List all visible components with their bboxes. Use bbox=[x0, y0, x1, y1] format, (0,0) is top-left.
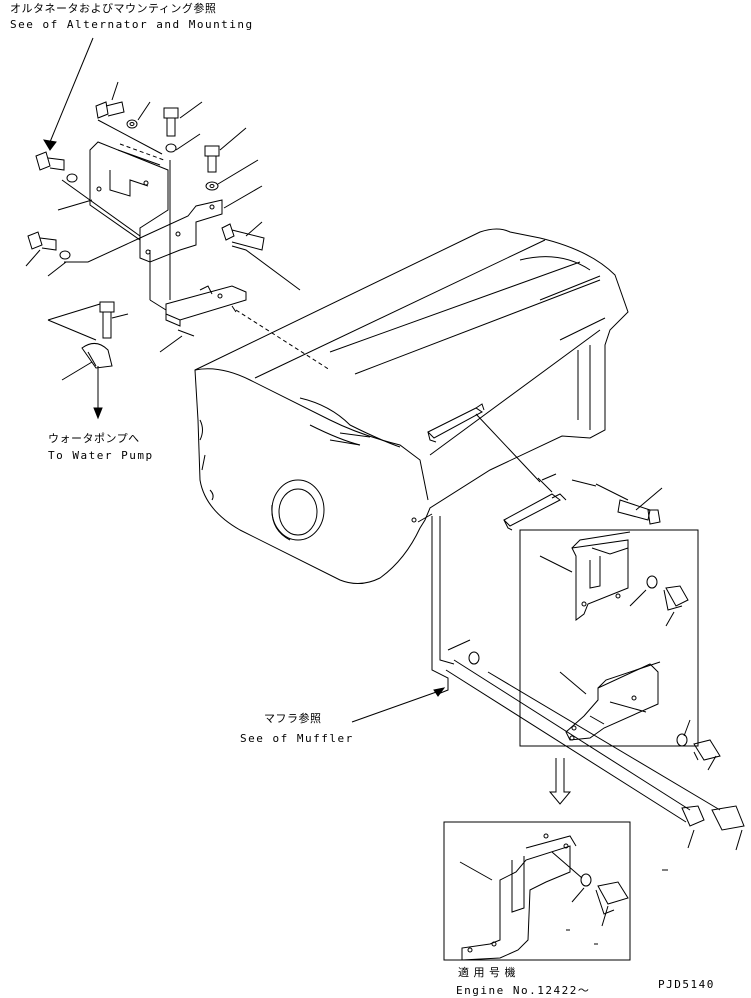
engine-number-label: Engine No.12422～ bbox=[456, 984, 591, 997]
water-pump-arrow bbox=[93, 366, 103, 420]
water-pump-label-en: To Water Pump bbox=[48, 449, 154, 462]
upper-bracket-assembly bbox=[27, 101, 265, 369]
muffler-body bbox=[194, 228, 629, 584]
muffler-label-jp: マフラ参照 bbox=[264, 712, 322, 725]
alternator-arrow bbox=[43, 37, 94, 151]
right-bracket-assembly bbox=[351, 403, 745, 851]
muffler-label-en: See of Muffler bbox=[240, 732, 354, 745]
leader-lines-upper bbox=[25, 81, 331, 381]
water-pump-label-jp: ウォータポンプへ bbox=[48, 432, 140, 445]
applicable-inset bbox=[443, 821, 668, 961]
applicable-label-jp: 適 用 号 機 bbox=[458, 966, 516, 979]
drawing-code: PJD5140 bbox=[658, 978, 715, 991]
alternator-label-jp: オルタネータおよびマウンティング参照 bbox=[10, 2, 217, 15]
alternator-label-en: See of Alternator and Mounting bbox=[10, 18, 254, 31]
